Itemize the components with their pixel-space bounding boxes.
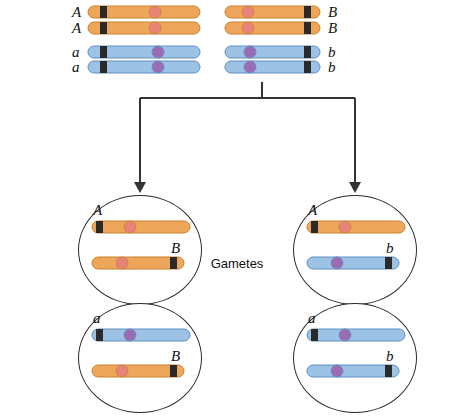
allele-label: b [328, 45, 336, 60]
allele-label: b [386, 241, 394, 256]
allele-label: a [72, 45, 80, 60]
arrowhead [349, 182, 361, 193]
chromosome [307, 221, 405, 233]
allele-label: B [328, 21, 337, 36]
branch-arrow [140, 82, 355, 184]
chromosome [225, 61, 320, 73]
chromosome [307, 365, 399, 377]
allele-label: a [93, 311, 101, 326]
chromosome [307, 329, 405, 341]
chromosome [92, 221, 190, 233]
chromosome [225, 6, 320, 18]
allele-label: B [171, 349, 180, 364]
allele-label: B [171, 241, 180, 256]
caption-label: Gametes [187, 256, 287, 271]
chromosome [88, 46, 200, 58]
gamete-circle: Ab [293, 195, 417, 305]
allele-label: A [308, 203, 317, 218]
chromosome [88, 22, 200, 34]
arrowhead [134, 182, 146, 193]
allele-label: a [72, 60, 80, 75]
allele-label: A [93, 203, 102, 218]
chromosome [92, 257, 184, 269]
allele-label: a [308, 311, 316, 326]
chromosome [225, 22, 320, 34]
chromosome [225, 46, 320, 58]
allele-label: B [328, 5, 337, 20]
chromosome [88, 6, 200, 18]
allele-label: A [72, 21, 81, 36]
gamete-circle: aB [78, 303, 202, 413]
allele-label: A [72, 5, 81, 20]
chromosome [307, 257, 399, 269]
chromosome [92, 365, 184, 377]
allele-label: b [328, 60, 336, 75]
gamete-circle: AB [78, 195, 202, 305]
chromosome [88, 61, 200, 73]
allele-label: b [386, 349, 394, 364]
chromosome [92, 329, 190, 341]
gamete-circle: ab [293, 303, 417, 413]
